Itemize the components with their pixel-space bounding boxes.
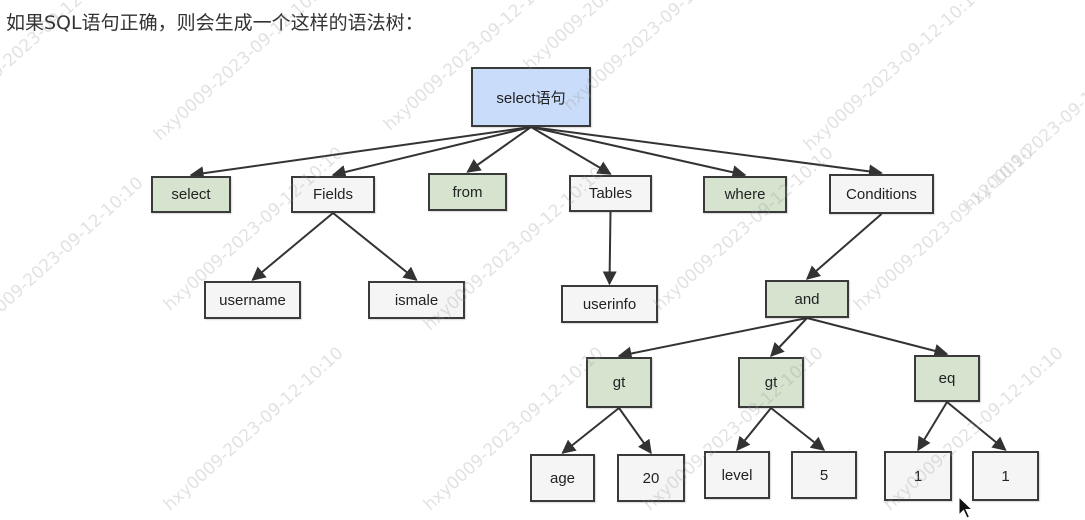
edge-root-conditions <box>530 126 883 179</box>
node-v20: 20 <box>617 454 685 502</box>
node-username: username <box>204 281 301 319</box>
edge-and-gt1 <box>617 317 808 361</box>
node-ismale: ismale <box>368 281 465 319</box>
edge-fields-username <box>251 212 334 281</box>
node-fields: Fields <box>291 176 375 213</box>
edge-gt2-level <box>736 407 772 452</box>
edge-eq-one_b <box>946 401 1007 451</box>
edge-root-from <box>466 126 532 173</box>
node-one-a: 1 <box>884 451 952 501</box>
node-from: from <box>428 173 507 211</box>
node-userinfo: userinfo <box>561 285 658 323</box>
mouse-cursor-icon <box>958 496 974 519</box>
edge-eq-one_a <box>917 401 948 452</box>
edge-root-tables <box>530 126 612 175</box>
edge-gt2-v5 <box>770 407 826 451</box>
node-gt1: gt <box>586 357 652 408</box>
node-one-b: 1 <box>972 451 1039 501</box>
node-where: where <box>703 176 787 213</box>
edge-tables-userinfo <box>602 211 617 286</box>
node-eq: eq <box>914 355 980 402</box>
edge-root-select <box>189 126 532 181</box>
node-tables: Tables <box>569 175 652 212</box>
node-age: age <box>530 454 595 502</box>
edge-root-fields <box>331 126 532 179</box>
edge-and-gt2 <box>770 317 808 358</box>
edge-gt1-v20 <box>618 407 652 455</box>
edge-fields-ismale <box>332 212 418 281</box>
node-and: and <box>765 280 849 318</box>
edge-root-where <box>530 126 747 180</box>
edge-conditions-and <box>805 213 883 280</box>
node-gt2: gt <box>738 357 804 408</box>
node-level: level <box>704 451 770 499</box>
node-v5: 5 <box>791 451 857 499</box>
edge-gt1-age <box>561 407 620 454</box>
node-select: select <box>151 176 231 213</box>
node-conditions: Conditions <box>829 174 934 214</box>
node-root: select语句 <box>471 67 591 127</box>
edge-and-eq <box>806 317 949 358</box>
caption-text: 如果SQL语句正确，则会生成一个这样的语法树： <box>6 12 424 34</box>
